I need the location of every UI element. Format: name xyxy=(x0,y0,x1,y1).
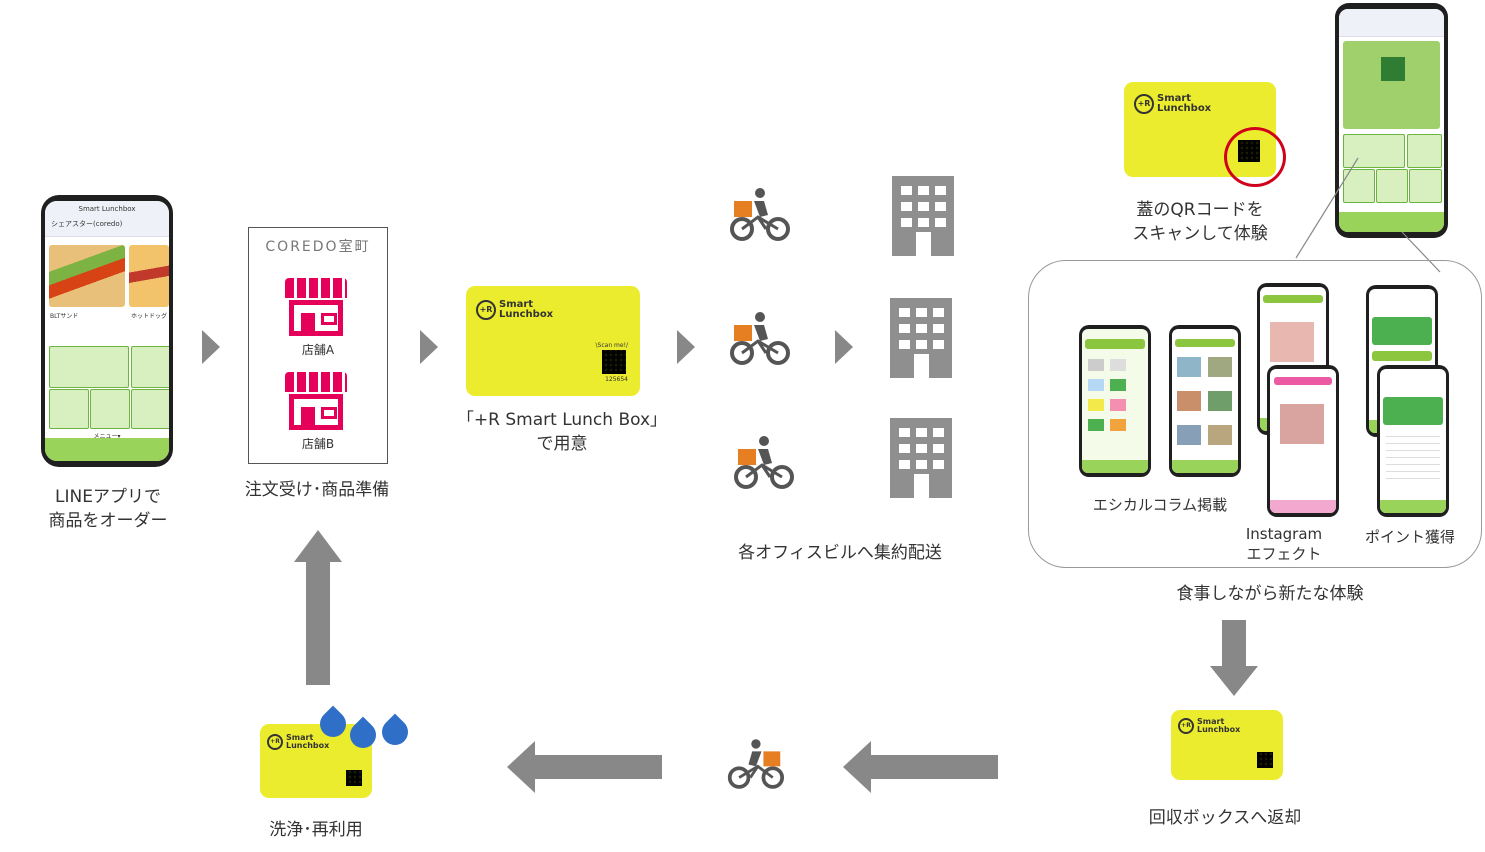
line-app-phone: Smart Lunchbox シェアスター(coredo) BLTサンド ホット… xyxy=(41,195,173,467)
arrow-down xyxy=(1222,620,1246,668)
qr-highlight-circle xyxy=(1224,127,1286,187)
points-phone-2 xyxy=(1377,365,1449,517)
scan-me-text: \Scan me!/ xyxy=(595,342,628,349)
lunchbox-code: 125654 xyxy=(605,376,628,383)
arrow-right-1 xyxy=(202,330,220,364)
lunchbox-logo-2: Lunchbox xyxy=(499,309,554,320)
shop-a-icon xyxy=(285,278,347,336)
menu-item-2[interactable]: ホットドッグ xyxy=(131,313,168,320)
arrow-right-4 xyxy=(835,330,853,364)
food-image-hotdog xyxy=(129,245,169,307)
phone-header: Smart Lunchbox シェアスター(coredo) xyxy=(45,201,169,238)
arrow-right-2 xyxy=(420,330,438,364)
scan-logo-1: Smart xyxy=(1157,93,1192,104)
label-instagram: Instagram エフェクト xyxy=(1245,525,1323,563)
wash-logo-2: Lunchbox xyxy=(286,741,330,750)
phone-chat-name: シェアスター(coredo) xyxy=(51,220,123,228)
instagram-phone-2 xyxy=(1267,365,1339,517)
arrow-right-3 xyxy=(677,330,695,364)
scan-phone xyxy=(1335,3,1448,238)
return-logo-1: Smart xyxy=(1197,717,1225,726)
label-prepare: 注文受け･商品準備 xyxy=(244,480,390,500)
bicycle-icon-3 xyxy=(734,436,794,489)
menu-toggle[interactable]: メニュー▾ xyxy=(93,433,121,440)
scan-qr-target xyxy=(1381,57,1405,81)
scan-logo-2: Lunchbox xyxy=(1157,103,1212,114)
label-return: 回収ボックスへ返却 xyxy=(1148,808,1302,828)
office-building-icon-1 xyxy=(892,176,954,256)
shop-b-label: 店舗B xyxy=(301,437,335,451)
return-qr-code xyxy=(1257,752,1273,768)
delivery-menu-button[interactable] xyxy=(49,346,129,388)
bicycle-icon-return xyxy=(727,739,784,789)
callout-lines xyxy=(1295,157,1441,273)
mypage-button[interactable] xyxy=(131,389,169,429)
label-experience: 食事しながら新たな体験 xyxy=(1176,584,1364,604)
label-order: LINEアプリで 商品をオーダー xyxy=(48,487,168,531)
store-brand: COREDO室町 xyxy=(265,239,371,255)
label-column: エシカルコラム掲載 xyxy=(1092,496,1228,514)
shop-b-icon xyxy=(285,372,347,430)
scan-camera-view xyxy=(1343,41,1440,129)
menu-item-1[interactable]: BLTサンド xyxy=(50,313,79,320)
bicycle-icon-2 xyxy=(730,312,790,365)
phone-title: Smart Lunchbox xyxy=(78,205,136,213)
experience-bubble xyxy=(1028,260,1482,568)
wash-qr-code xyxy=(346,770,362,786)
label-wash: 洗浄･再利用 xyxy=(269,820,363,840)
label-box: 「+R Smart Lunch Box」 で用意 xyxy=(456,410,668,454)
food-image-sandwich xyxy=(49,245,125,307)
phone-bottom-bar xyxy=(45,437,169,461)
arrow-up xyxy=(306,560,330,685)
arrow-left-2 xyxy=(507,741,662,793)
plus-r-button[interactable] xyxy=(131,346,169,388)
return-logo-2: Lunchbox xyxy=(1197,725,1241,734)
reserve-button[interactable] xyxy=(49,389,89,429)
lunchbox-logo-1: Smart xyxy=(499,299,534,310)
office-building-icon-3 xyxy=(890,418,952,498)
column-phone-1 xyxy=(1079,325,1151,477)
arrow-left-1 xyxy=(843,741,998,793)
label-points: ポイント獲得 xyxy=(1364,528,1455,546)
store-panel: COREDO室町 店舗A 店舗B xyxy=(248,227,388,464)
phone-screen: Smart Lunchbox シェアスター(coredo) BLTサンド ホット… xyxy=(45,201,169,461)
lunchbox-qr-code xyxy=(602,350,626,374)
water-drop-icon-3 xyxy=(376,713,414,751)
office-building-icon-2 xyxy=(890,298,952,378)
wash-logo-1: Smart xyxy=(286,733,314,742)
label-deliver: 各オフィスビルへ集約配送 xyxy=(738,543,942,563)
history-button[interactable] xyxy=(90,389,130,429)
column-phone-2 xyxy=(1169,325,1241,477)
bicycle-icon-1 xyxy=(730,188,790,241)
shop-a-label: 店舗A xyxy=(301,343,335,357)
label-scan: 蓋のQRコードを スキャンして体験 xyxy=(1132,200,1268,244)
